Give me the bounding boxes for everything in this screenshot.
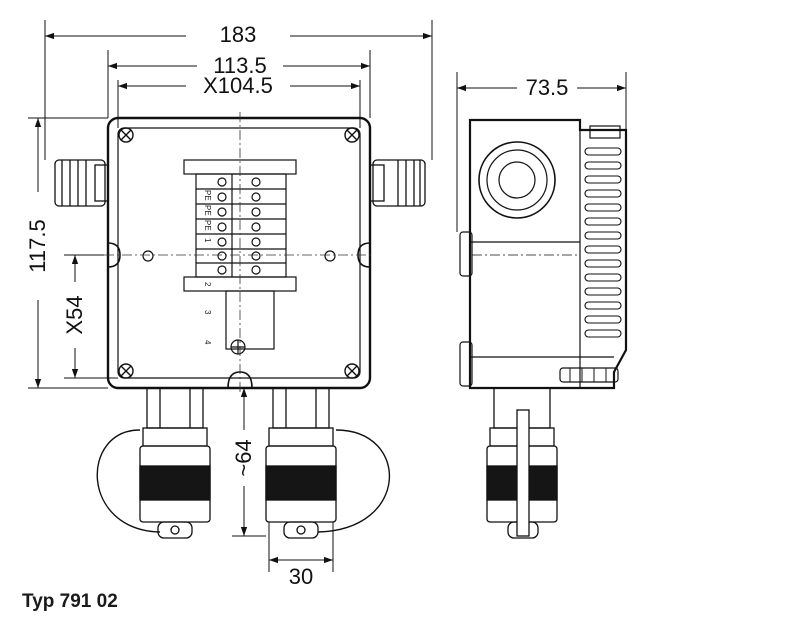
terminal-label: 1 [203,238,212,243]
dimension-lines [28,20,627,572]
terminal-label: 2 [203,282,212,287]
dim-overall-width: 183 [220,22,257,47]
dim-mount-x: X104.5 [203,73,273,98]
terminal-block [183,159,297,355]
left-cable-gland [54,159,109,207]
terminal-label: PE [203,220,212,231]
side-enclosure [468,118,628,390]
side-view [459,118,628,539]
dim-height: 117.5 [25,219,50,272]
dim-gland-span: 113.5 [213,53,266,78]
terminal-label: PE [203,205,212,216]
gland-end-view [478,141,556,219]
side-plug [486,387,558,539]
dim-mount-y: X54 [62,295,87,334]
dim-plug-width: 30 [289,564,313,589]
cooling-fins [584,147,622,338]
left-plug [139,387,211,539]
model-caption: Typ 791 02 [22,591,118,612]
front-view [54,112,426,539]
right-plug [265,387,337,539]
dim-plug-length: ~64 [231,439,256,476]
terminal-label: 4 [203,340,212,345]
terminal-label: PE [203,190,212,201]
enclosure-body [106,116,372,390]
terminal-label: 3 [203,310,212,315]
dim-depth: 73.5 [526,75,569,100]
right-cable-gland [369,159,426,207]
corner-screws [118,127,360,379]
